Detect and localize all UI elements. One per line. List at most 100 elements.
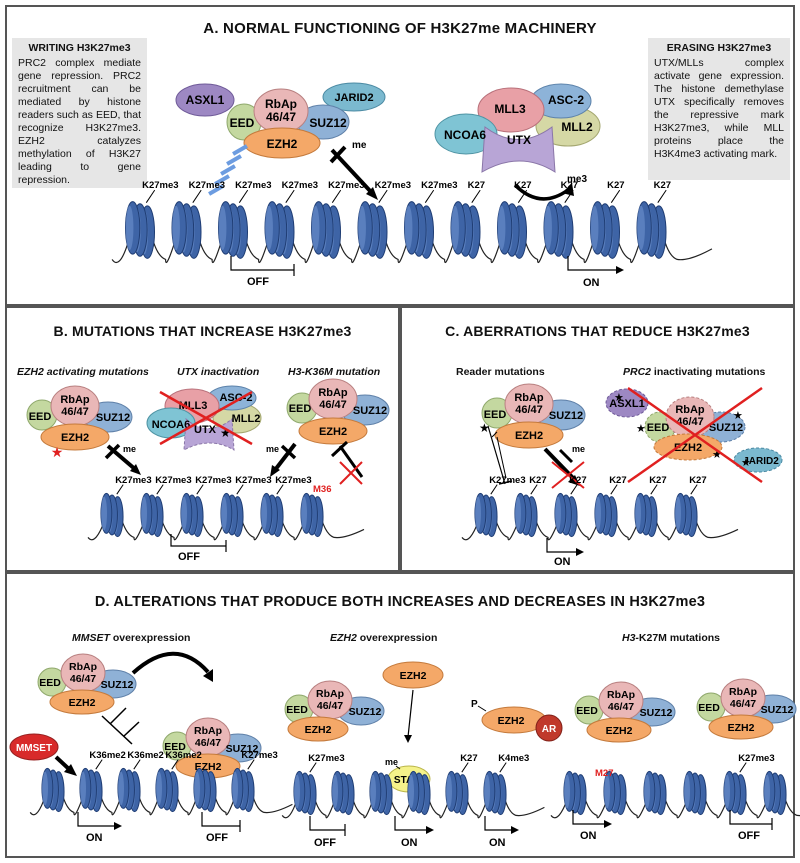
panel-d-sub1-rest: overexpression [109, 632, 191, 644]
chromatin-b-nucleosome [140, 492, 164, 538]
chromatin-a-mark-label: K27me3 [421, 180, 457, 191]
svg-text:RbAp: RbAp [194, 725, 222, 737]
svg-text:me: me [123, 444, 136, 454]
chromatin-c-nucleosome [474, 492, 498, 538]
mll3-label: MLL3 [494, 102, 526, 116]
svg-text:UTX: UTX [194, 424, 217, 436]
svg-text:RbAp: RbAp [60, 394, 90, 406]
off-label-d1: OFF [206, 832, 228, 844]
chromatin-d1-nucleosome [231, 767, 255, 813]
on-label-d3: ON [489, 837, 506, 849]
prc2-complex-c1: EED SUZ12 RbAp 46/47 EZH2 ★ me [479, 383, 586, 489]
chromatin-a-nucleosome [124, 201, 156, 259]
chromatin-b-nucleosome [300, 492, 324, 538]
panel-d-sub2: EZH2 overexpression [330, 632, 437, 644]
chromatin-a-nucleosome [310, 201, 342, 259]
chromatin-c-nucleosome [554, 492, 578, 538]
chromatin-a-mark-label: K27 [468, 180, 485, 191]
svg-text:RbAp: RbAp [607, 689, 635, 701]
eed-label: EED [230, 116, 255, 130]
svg-text:ASXL1: ASXL1 [609, 398, 644, 410]
svg-text:SUZ12: SUZ12 [761, 704, 794, 716]
chromatin-d2-nucleosome [483, 770, 507, 816]
svg-text:SUZ12: SUZ12 [353, 405, 387, 417]
chromatin-d1-dna [29, 781, 293, 816]
chromatin-c-mark-label: K27 [609, 475, 626, 486]
chromatin-d3-nucleosome [763, 770, 787, 816]
panel-d-sub1-italic: MMSET [72, 632, 110, 644]
off-label-b: OFF [178, 551, 200, 563]
panel-a-diagram: ASXL1 JARID2 EED SUZ12 RbAp 46/47 EZH2 m… [111, 82, 713, 289]
utx-complex-b: MLL3 ASC-2 NCOA6 MLL2 UTX ★ [146, 385, 262, 451]
rbap-label-2: 46/47 [266, 110, 296, 124]
panel-b [5, 306, 400, 572]
svg-text:RbAp: RbAp [514, 392, 544, 404]
svg-text:EED: EED [39, 677, 61, 689]
chromatin-a-mark-label: K27 [561, 180, 578, 191]
panel-a-title: A. NORMAL FUNCTIONING OF H3K27me MACHINE… [203, 20, 597, 37]
chromatin-a-histone-tail [331, 189, 342, 203]
chromatin-a-mark-label: K27 [654, 180, 671, 191]
erasing-box-title: ERASING H3K27me3 [666, 42, 772, 54]
chromatin-c-mark-label: K27 [689, 475, 706, 486]
chromatin-c-histone-tail [490, 484, 498, 495]
svg-text:★: ★ [479, 421, 490, 435]
svg-text:★: ★ [636, 423, 646, 435]
chromatin-a-nucleosome [217, 201, 249, 259]
chromatin-c-nucleosome [674, 492, 698, 538]
rbap-label-1: RbAp [265, 97, 297, 111]
reader-tail [208, 144, 248, 196]
off-marker-d4: OFF [729, 810, 773, 842]
chromatin-a-histone-tail [285, 189, 295, 203]
asxl1-label: ASXL1 [186, 93, 225, 107]
chromatin-c-nucleosome [594, 492, 618, 538]
mmset-label: MMSET [16, 743, 52, 754]
svg-text:EED: EED [286, 704, 308, 716]
on-marker-c: ON [546, 538, 584, 568]
p-label: P [471, 699, 478, 710]
prc2-complex: ASXL1 JARID2 EED SUZ12 RbAp 46/47 EZH2 m… [175, 82, 386, 200]
chromatin-d2-mark-label: K27 [460, 753, 477, 764]
chromatin-a-nucleosome [357, 201, 388, 259]
utx-complex: MLL3 ASC-2 NCOA6 MLL2 UTX me3 [434, 83, 601, 201]
chromatin-d1-histone-tail [133, 759, 141, 770]
chromatin-d3: K27me3 [550, 753, 800, 819]
svg-text:EED: EED [647, 422, 670, 434]
chromatin-b-histone-tail [276, 484, 284, 495]
chromatin-a-histone-tail [471, 189, 481, 203]
chromatin-a-histone-tail [517, 189, 528, 203]
svg-text:46/47: 46/47 [70, 673, 96, 685]
m36-label: M36 [313, 484, 331, 495]
chromatin-d2-nucleosome [331, 770, 355, 816]
on-marker-d3: ON [484, 816, 519, 849]
svg-text:JARID2: JARID2 [743, 456, 779, 467]
chromatin-d2-mark-label: K4me3 [498, 753, 529, 764]
svg-text:SUZ12: SUZ12 [549, 410, 583, 422]
svg-text:me: me [385, 757, 398, 767]
panel-c-sub2: PRC2 inactivating mutations [623, 366, 765, 378]
chromatin-c-nucleosome [634, 492, 658, 538]
chromatin-d1-nucleosome [79, 767, 103, 813]
chromatin-c-histone-tail [530, 484, 538, 495]
chromatin-a-nucleosome [543, 201, 574, 259]
asc2-label: ASC-2 [548, 93, 584, 107]
panel-d-sub3: H3-K27M mutations [622, 632, 720, 644]
on-label-d2: ON [401, 837, 418, 849]
svg-text:46/47: 46/47 [61, 406, 89, 418]
mll3-protein [477, 87, 545, 133]
chromatin-a-histone-tail [564, 189, 574, 203]
methylation-arrow [330, 148, 374, 195]
svg-text:EZH2: EZH2 [498, 715, 525, 727]
chromatin-b-histone-tail [196, 484, 204, 495]
chromatin-d1-nucleosome [117, 767, 141, 813]
svg-text:★: ★ [614, 392, 624, 404]
panel-d-sub2-italic: EZH2 [330, 632, 357, 644]
chromatin-d3-dna [550, 784, 800, 819]
svg-text:EED: EED [484, 409, 507, 421]
chromatin-d3-nucleosome [643, 770, 667, 816]
chromatin-c-histone-tail [690, 484, 698, 495]
jarid2-label: JARID2 [334, 92, 373, 104]
suz12-label: SUZ12 [309, 116, 347, 130]
chromatin-a-mark-label: K27me3 [328, 180, 364, 191]
